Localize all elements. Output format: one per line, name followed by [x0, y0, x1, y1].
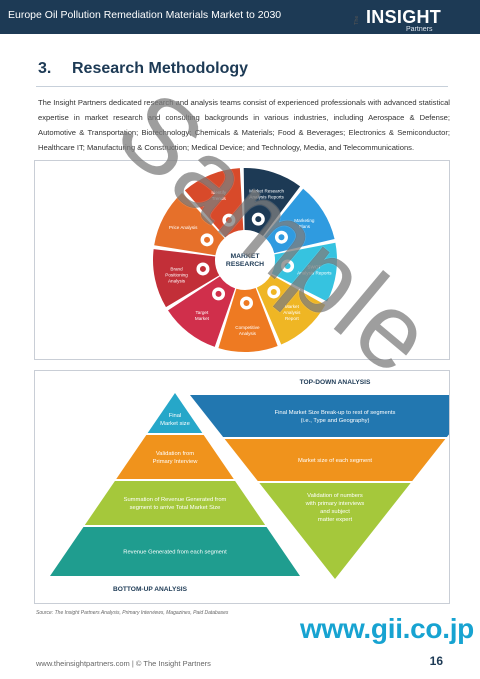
top-down-level — [259, 483, 411, 579]
logo-prefix: The — [354, 15, 360, 25]
segment-icon-dot — [278, 234, 285, 241]
segment-icon-dot — [270, 288, 277, 295]
bottom-up-title: BOTTOM-UP ANALYSIS — [113, 586, 188, 593]
wheel-segment — [218, 288, 278, 352]
wheel-center — [219, 234, 271, 286]
bottom-up-level — [84, 481, 266, 525]
header-bar: Europe Oil Pollution Remediation Materia… — [0, 0, 480, 34]
segment-icon-dot — [243, 299, 250, 306]
insight-partners-logo: The INSIGHT Partners — [354, 5, 466, 33]
segment-label: Price Analysis — [169, 225, 198, 230]
top-down-level — [224, 439, 446, 481]
section-title: Research Methodology — [72, 60, 249, 77]
segment-icon-dot — [204, 236, 211, 243]
gii-watermark: www.gii.co.jp — [300, 613, 474, 644]
figure-source: Source: The Insight Partners Analysis, P… — [36, 610, 229, 616]
footer-text: www.theinsightpartners.com | © The Insig… — [36, 659, 211, 668]
bottom-up-level — [147, 393, 203, 433]
segment-icon-dot — [215, 290, 222, 297]
section-heading: 3. Research Methodology — [38, 60, 248, 78]
top-down-level — [190, 395, 480, 437]
intro-paragraph: The Insight Partners dedicated research … — [38, 98, 450, 152]
segment-icon-dot — [225, 217, 232, 224]
bottom-up-level — [50, 527, 300, 576]
logo-wordmark: INSIGHT — [366, 7, 442, 27]
report-title: Europe Oil Pollution Remediation Materia… — [8, 9, 282, 21]
top-down-label: Final Market Size Break-up to rest of se… — [275, 410, 396, 424]
section-number: 3. — [38, 60, 52, 77]
wheel-segment — [271, 242, 337, 302]
segment-icon-dot — [255, 216, 262, 223]
heading-divider — [36, 86, 448, 87]
analysis-figure: TOP-DOWN ANALYSIS BOTTOM-UP ANALYSIS Final… — [34, 370, 480, 604]
logo-suffix: Partners — [406, 26, 433, 33]
top-down-title: TOP-DOWN ANALYSIS — [300, 379, 371, 386]
segment-icon-dot — [199, 265, 206, 272]
segment-icon-dot — [284, 262, 291, 269]
page-number: 16 — [429, 654, 443, 668]
bottom-up-level — [116, 435, 234, 479]
analysis-pyramids: TOP-DOWN ANALYSIS BOTTOM-UP ANALYSIS Final… — [50, 379, 480, 593]
bottom-up-label: Revenue Generated from each segment — [123, 550, 227, 556]
top-down-label: Market size of each segment — [298, 458, 372, 464]
